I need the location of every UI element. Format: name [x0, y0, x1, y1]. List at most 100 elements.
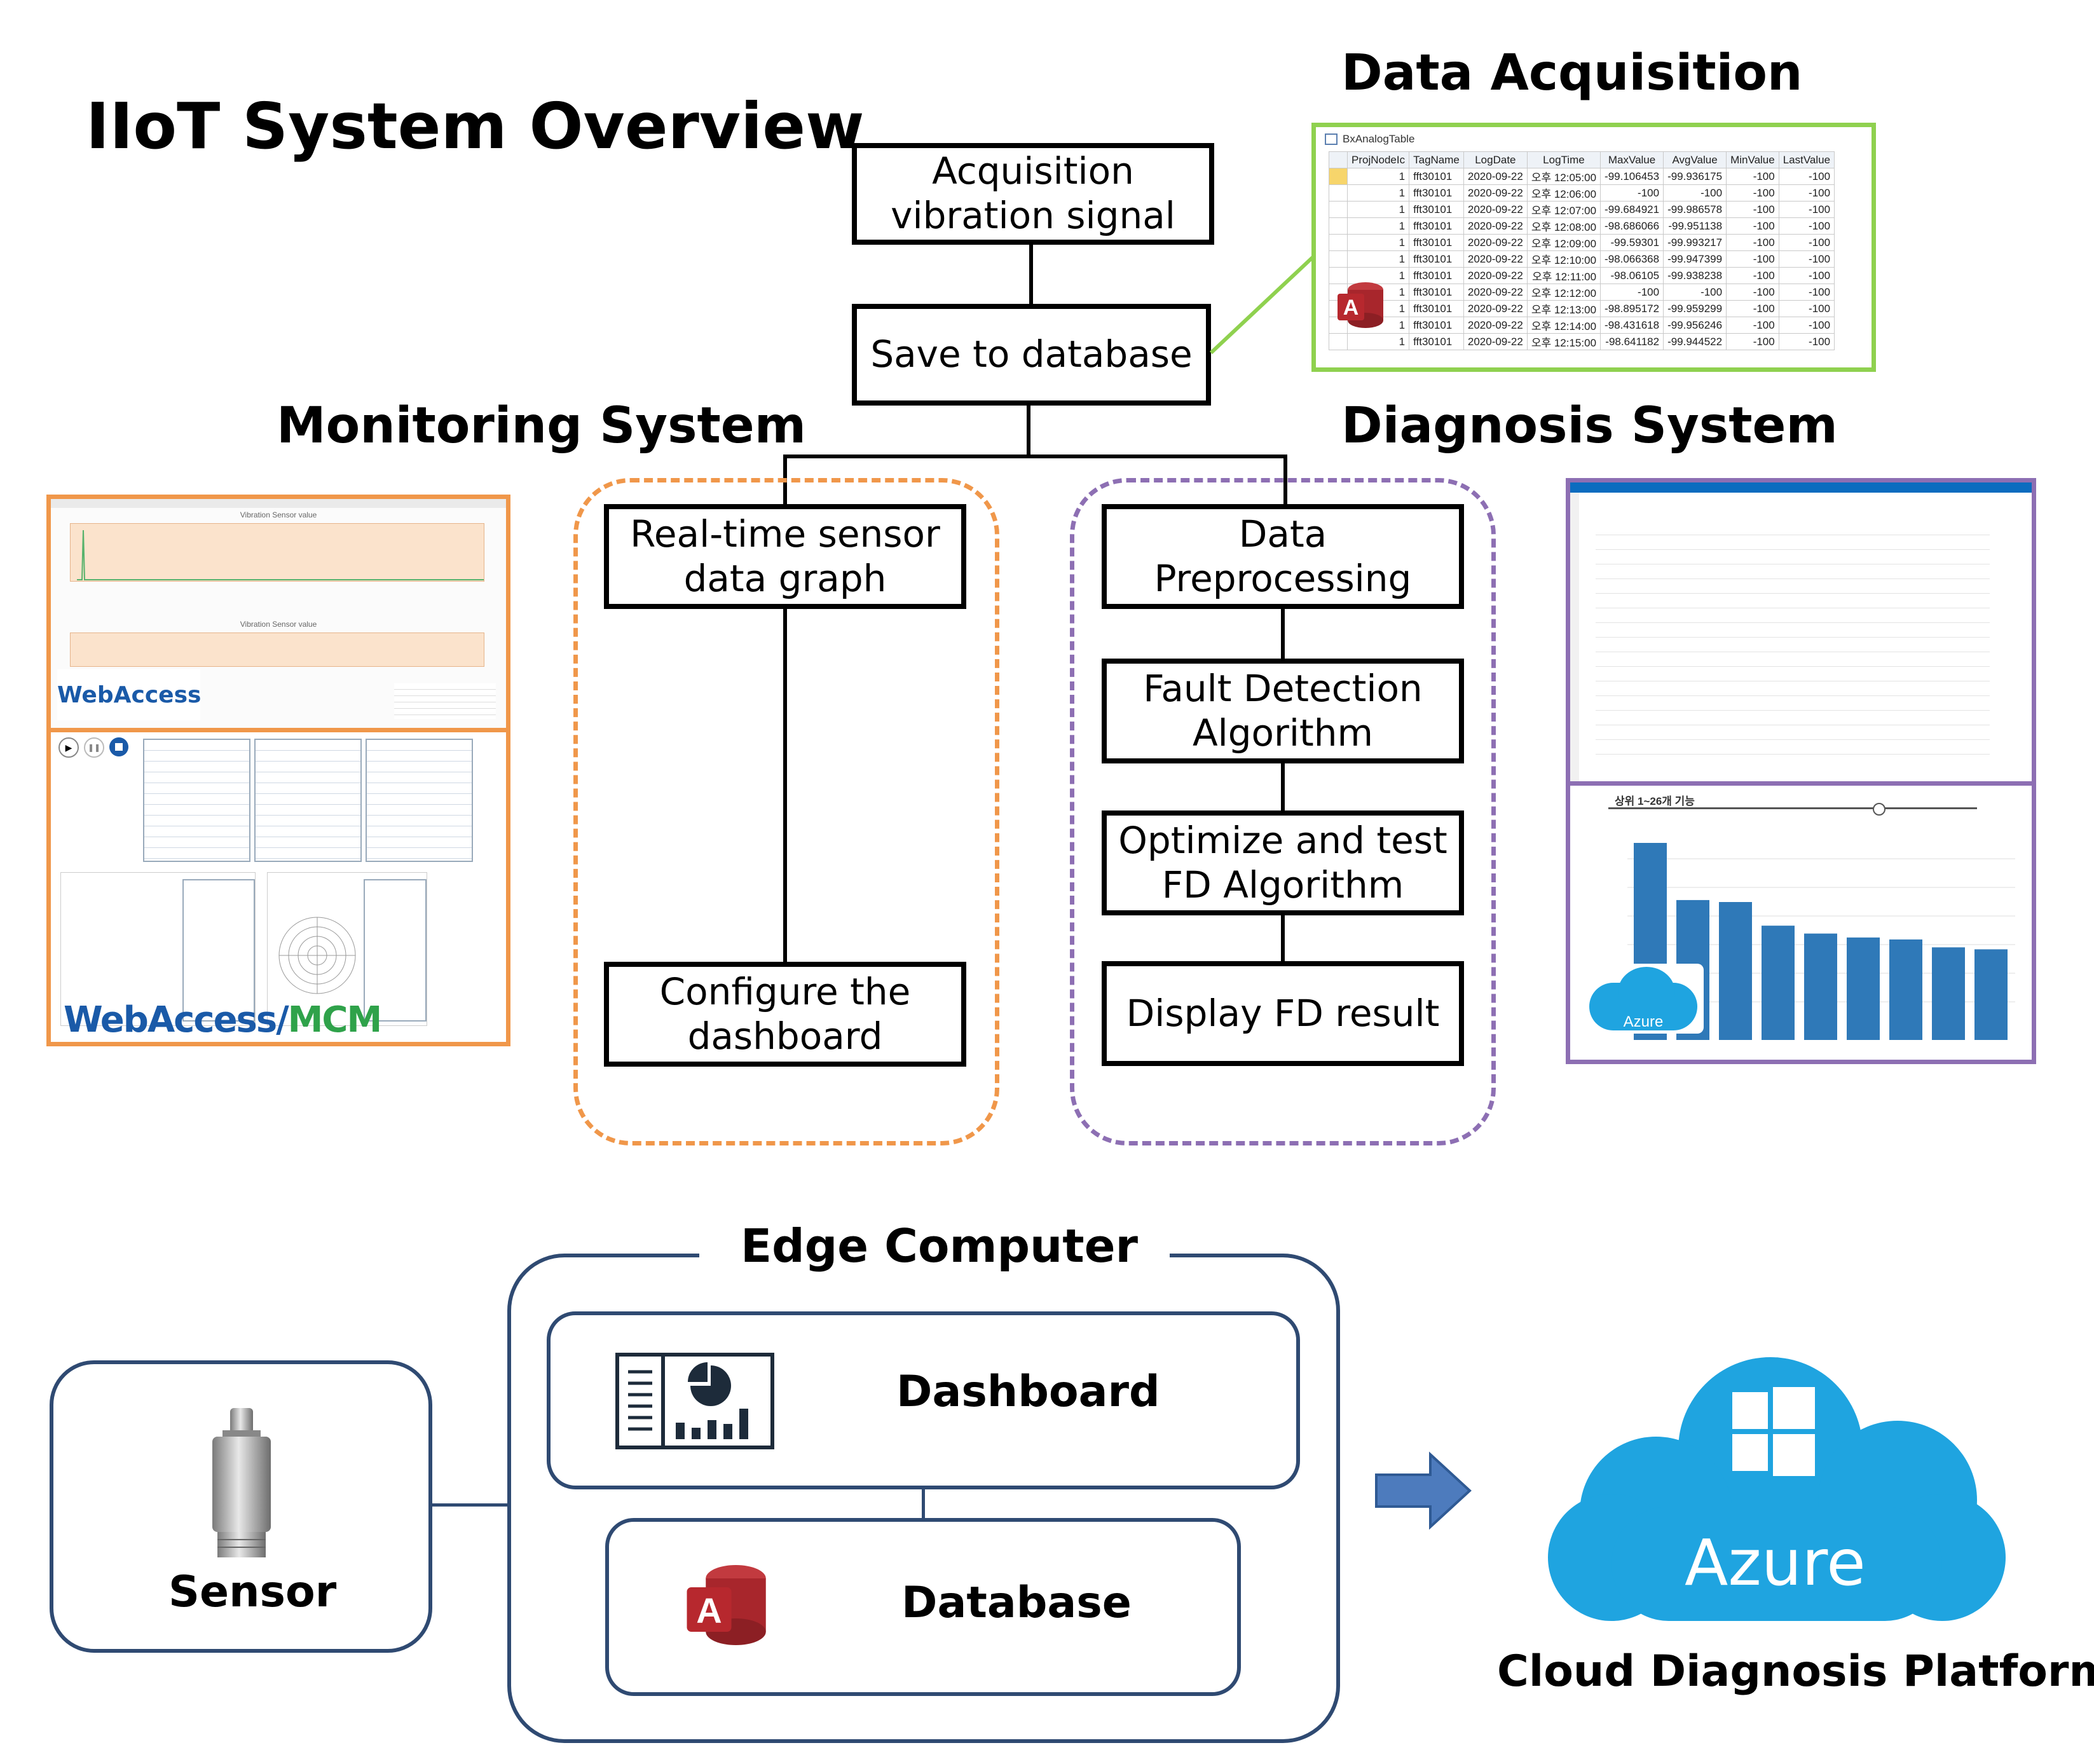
row-selector[interactable] [1329, 333, 1348, 350]
column-header[interactable]: MinValue [1726, 151, 1779, 168]
row-selector[interactable] [1329, 184, 1348, 202]
table-cell: -100 [1778, 168, 1835, 185]
webaccess-mcm-logo: WebAccess/MCM [64, 999, 382, 1041]
table-cell: -99.956246 [1663, 317, 1727, 334]
table-cell: 오후 12:07:00 [1526, 201, 1601, 218]
column-header[interactable]: AvgValue [1663, 151, 1727, 168]
configure-dashboard-box: Configure the dashboard [604, 962, 966, 1067]
table-cell: 1 [1346, 168, 1410, 185]
table-cell: 1 [1346, 217, 1410, 235]
slider-handle[interactable] [1873, 803, 1885, 816]
column-header[interactable]: TagName [1409, 151, 1464, 168]
table-cell: -99.938238 [1663, 267, 1727, 284]
table-cell: 오후 12:09:00 [1526, 234, 1601, 251]
feature-bar[interactable] [1804, 933, 1837, 1040]
vibration-sensor-icon [212, 1408, 271, 1557]
polar-graph-panel [267, 872, 427, 1026]
table-cell: fft30101 [1409, 317, 1464, 334]
table-cell: 2020-09-22 [1463, 333, 1528, 350]
table-cell: 1 [1346, 234, 1410, 251]
table-cell: 1 [1346, 184, 1410, 202]
table-cell: -98.066368 [1600, 250, 1664, 268]
vibration-trace-1 [77, 530, 484, 580]
table-cell: -100 [1778, 284, 1835, 301]
ms-access-icon: A [1338, 282, 1383, 328]
table-cell: -99.986578 [1663, 201, 1727, 218]
play-button[interactable]: ▶ [58, 737, 79, 758]
feature-bar[interactable] [1889, 939, 1922, 1040]
pause-button[interactable]: ❚❚ [84, 737, 104, 758]
table-cell: 1 [1346, 333, 1410, 350]
table-cell: 오후 12:05:00 [1526, 168, 1601, 185]
sensor-edge-connector [432, 1503, 507, 1507]
row-selector-header [1329, 151, 1348, 168]
connector-line [1029, 245, 1033, 304]
azure-ml-upper [1570, 482, 2032, 786]
table-cell: -100 [1726, 317, 1779, 334]
table-cell: -100 [1663, 184, 1727, 202]
table-cell: fft30101 [1409, 333, 1464, 350]
table-cell: -100 [1726, 234, 1779, 251]
table-cell: -100 [1726, 250, 1779, 268]
optimize-test-box: Optimize and test FD Algorithm [1102, 810, 1464, 915]
table-cell: 오후 12:11:00 [1526, 267, 1601, 284]
row-selector[interactable] [1329, 201, 1348, 218]
table-tab: BxAnalogTable [1316, 127, 1872, 151]
feature-bar[interactable] [1762, 926, 1795, 1040]
table-cell: 2020-09-22 [1463, 234, 1528, 251]
graph-legend [182, 879, 255, 1022]
table-cell: -100 [1600, 284, 1664, 301]
table-cell: -100 [1726, 201, 1779, 218]
table-cell: fft30101 [1409, 168, 1464, 185]
row-selector[interactable] [1329, 168, 1348, 185]
diagnosis-group [1070, 478, 1496, 1145]
table-cell: 오후 12:14:00 [1526, 317, 1601, 334]
feature-bar[interactable] [1847, 937, 1880, 1040]
vibration-chart-2 [70, 632, 484, 667]
table-cell: 2020-09-22 [1463, 284, 1528, 301]
row-selector[interactable] [1329, 234, 1348, 251]
feature-bar[interactable] [1932, 947, 1965, 1040]
stop-icon [115, 743, 123, 751]
cloud-platform-label: Cloud Diagnosis Platform [1497, 1646, 2094, 1697]
webaccess-upper-panel: Vibration Sensor value Vibration Sensor … [51, 499, 506, 732]
table-cell: 2020-09-22 [1463, 201, 1528, 218]
stats-table [394, 683, 496, 719]
table-cell: -100 [1726, 184, 1779, 202]
azure-topbar [1570, 482, 2032, 493]
stop-button[interactable] [109, 737, 128, 756]
table-cell: -100 [1778, 333, 1835, 350]
column-header[interactable]: LogTime [1526, 151, 1601, 168]
table-cell: 오후 12:10:00 [1526, 250, 1601, 268]
azure-nav-rail [1570, 493, 1579, 781]
feature-bar[interactable] [1974, 949, 2008, 1040]
feature-bar[interactable] [1719, 902, 1752, 1040]
azure-detail-lines [1596, 521, 1990, 762]
db-link-line [1209, 252, 1318, 355]
azure-cloud-label: Azure [1685, 1526, 1866, 1600]
table-cell: -100 [1778, 234, 1835, 251]
monitoring-system-heading: Monitoring System [277, 397, 806, 455]
svg-text:A: A [696, 1590, 722, 1631]
column-header[interactable]: LastValue [1778, 151, 1835, 168]
column-header[interactable]: ProjNodeIc [1346, 151, 1410, 168]
column-header[interactable]: LogDate [1463, 151, 1528, 168]
column-header[interactable]: MaxValue [1600, 151, 1664, 168]
table-cell: -100 [1778, 300, 1835, 317]
row-selector[interactable] [1329, 250, 1348, 268]
polar-chart [278, 917, 356, 994]
row-selector[interactable] [1329, 217, 1348, 235]
